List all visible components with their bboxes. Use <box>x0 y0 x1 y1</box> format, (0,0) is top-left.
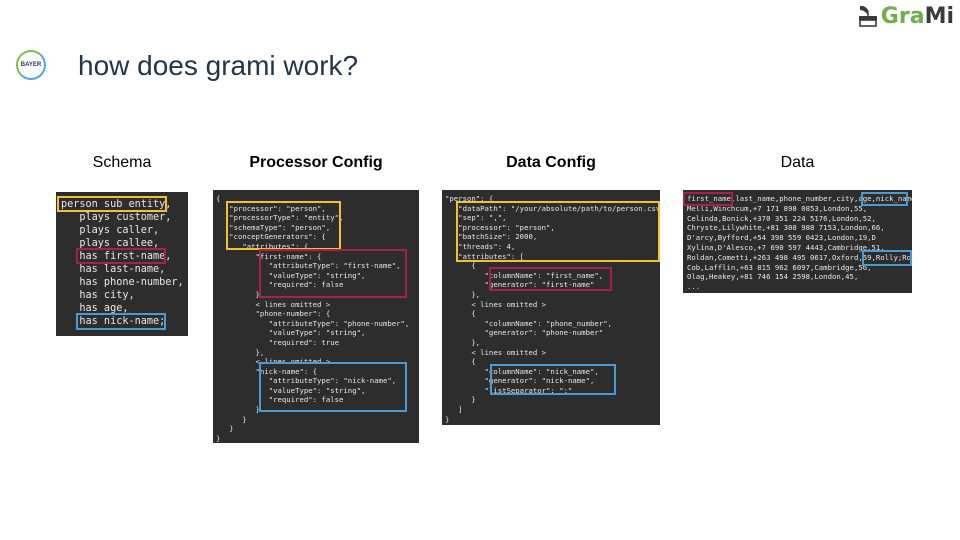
code-line: < lines omitted > <box>445 347 547 357</box>
code-line: "attributes": { <box>216 241 309 251</box>
code-line: } <box>216 414 247 424</box>
code-line: { <box>445 309 476 319</box>
code-line: ... <box>687 282 701 292</box>
code-line: < lines omitted > <box>445 299 547 309</box>
code-line: "attributeType": "first-name", <box>216 261 401 271</box>
code-line: Roldan,Cometti,+263 498 495 0617,Oxford,… <box>687 252 912 262</box>
code-line: Melli,Winchcum,+7 171 898 0853,London,55… <box>687 203 868 213</box>
code-line: "batchSize": 2000, <box>445 232 538 242</box>
data-config-label: Data Config <box>506 154 596 171</box>
code-line: "attributeType": "nick-name", <box>216 376 397 386</box>
data-label: Data <box>780 154 815 171</box>
code-line: "listSeparator": ";" <box>445 385 573 395</box>
code-line: "sep": ",", <box>445 213 507 223</box>
code-line: { <box>445 357 476 367</box>
code-line: "processor": "person", <box>216 203 326 213</box>
code-line: Chryste,Lilywhite,+81 308 988 7153,Londo… <box>687 223 885 233</box>
code-line: has last-name, <box>61 264 166 275</box>
code-line: "valueType": "string", <box>216 270 366 280</box>
processor-config-code-block: { "processor": "person", "processorType"… <box>213 190 419 443</box>
bayer-logo-icon: BAYER <box>16 50 46 80</box>
code-line: "processor": "person", <box>445 222 555 232</box>
code-line: } <box>216 424 234 434</box>
code-line: "required": true <box>216 337 340 347</box>
code-line: has city, <box>61 290 135 301</box>
code-line: "schemaType": "person", <box>216 222 331 232</box>
code-line: has phone-number, <box>61 277 184 288</box>
code-line: plays callee, <box>61 238 160 249</box>
code-line: has nick-name; <box>61 316 166 327</box>
code-line: plays customer, <box>61 212 172 223</box>
code-line: "valueType": "string", <box>216 328 366 338</box>
code-line: < lines omitted > <box>216 357 331 367</box>
code-line: "dataPath": "/your/absolute/path/to/pers… <box>445 203 660 213</box>
code-line: Xylina,D'Alesco,+7 690 597 4443,Cambridg… <box>687 242 885 252</box>
code-line: "conceptGenerators": { <box>216 232 326 242</box>
code-line: ] <box>445 405 463 415</box>
code-line: }, <box>445 289 481 299</box>
code-line: Olag,Heakey,+81 746 154 2598,London,45, <box>687 272 859 282</box>
code-line: "required": false <box>216 395 344 405</box>
code-line: "valueType": "string", <box>216 385 366 395</box>
code-line: }, <box>216 347 265 357</box>
code-line: { <box>445 261 476 271</box>
code-line: "person": { <box>445 194 494 203</box>
schema-label: Schema <box>92 154 152 171</box>
gramophone-icon <box>858 5 877 27</box>
code-line: } <box>445 395 476 405</box>
code-line: first_name,last_name,phone_number,city,a… <box>687 194 912 203</box>
code-line: } <box>216 405 260 415</box>
data-csv-block: first_name,last_name,phone_number,city,a… <box>683 190 912 293</box>
code-line: Celinda,Bonick,+370 351 224 5176,London,… <box>687 213 876 223</box>
grami-logo: GraMi <box>857 2 954 30</box>
code-line: "generator": "first-name" <box>445 280 595 290</box>
code-line: has age, <box>61 303 129 314</box>
code-line: }, <box>445 337 481 347</box>
grami-logo-text-gra: Gra <box>880 3 925 29</box>
code-line: "columnName": "phone_number", <box>445 318 612 328</box>
schema-code-block: person sub entity, plays customer, plays… <box>56 192 188 336</box>
code-line: has first-name, <box>61 251 172 262</box>
code-line: "generator": "phone-number" <box>445 328 604 338</box>
code-line: } <box>216 433 221 443</box>
code-line: "first-name": { <box>216 251 322 261</box>
code-line: "attributeType": "phone-number", <box>216 318 410 328</box>
code-line: person sub entity, <box>61 199 172 210</box>
code-line: "threads": 4, <box>445 241 516 251</box>
code-line: < lines omitted > <box>216 299 331 309</box>
code-line: "generator": "nick-name", <box>445 376 595 386</box>
code-line: "columnName": "nick_name", <box>445 366 599 376</box>
code-line: "attributes": [ <box>445 251 525 261</box>
code-line: D'arcy,Byfford,+54 398 559 0423,London,1… <box>687 233 876 243</box>
code-line: "required": false <box>216 280 344 290</box>
code-line: } <box>445 414 450 424</box>
code-line: }, <box>216 289 265 299</box>
bayer-logo-text: BAYER <box>20 62 42 68</box>
data-config-code-block: "person": { "dataPath": "/your/absolute/… <box>442 190 660 425</box>
code-line: plays caller, <box>61 225 160 236</box>
processor-config-label: Processor Config <box>249 154 383 171</box>
code-line: { <box>216 194 221 203</box>
grami-logo-text-mi: Mi <box>924 3 954 29</box>
code-line: "columnName": "first_name", <box>445 270 604 280</box>
code-line: "processorType": "entity", <box>216 213 344 223</box>
page-title: how does grami work? <box>78 50 359 81</box>
code-line: Cob,Lafflin,+63 815 962 6097,Cambridge,5… <box>687 262 872 272</box>
code-line: "nick-name": { <box>216 366 318 376</box>
code-line: "phone-number": { <box>216 309 331 319</box>
